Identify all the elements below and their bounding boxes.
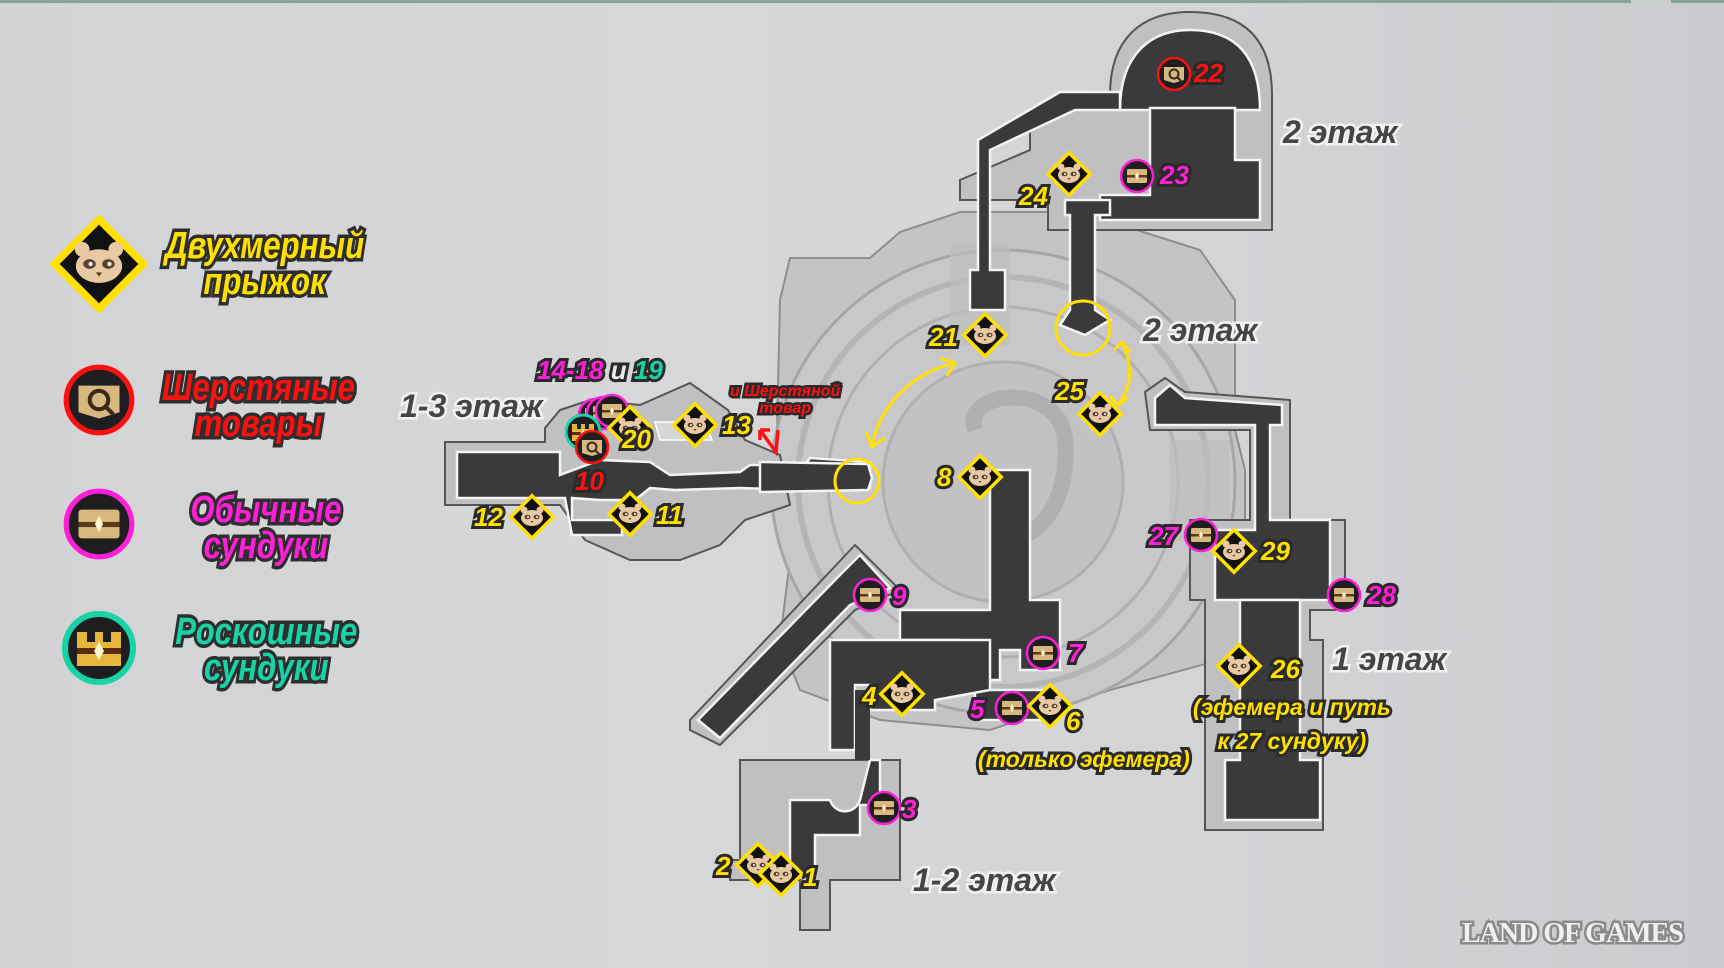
marker-number-7: 7	[1065, 637, 1086, 669]
marker-number-8: 8	[934, 461, 955, 493]
floor-label-1-3: 1-3 этаж	[398, 388, 546, 425]
marker-number-6: 6	[1063, 705, 1084, 737]
legend-jump-line2: прыжок	[200, 260, 328, 305]
chest-marker-5[interactable]	[994, 690, 1030, 726]
legend-luxury-line2: сундуки	[201, 646, 331, 691]
marker-number-27: 27	[1146, 520, 1181, 552]
ephemera-path-line2: к 27 сундуку)	[1215, 725, 1370, 757]
legend-common-chest-icon	[66, 491, 132, 557]
marker-number-22: 22	[1191, 57, 1226, 89]
marker-number-23: 23	[1157, 159, 1192, 191]
marker-number-13: 13	[719, 409, 754, 441]
chest-marker-9[interactable]	[852, 577, 888, 613]
transition-circle-west	[833, 457, 881, 505]
marker-number-4: 4	[859, 680, 880, 712]
right-wing	[1143, 376, 1346, 831]
watermark: LAND OF GAMES	[1460, 916, 1687, 952]
legend-wool-line2: товары	[192, 402, 325, 447]
legend-luxury-line1: Роскошные	[172, 610, 360, 655]
marker-number-21: 21	[926, 321, 961, 353]
group-label: 14-18 и 19	[534, 354, 666, 386]
chest-marker-3[interactable]	[866, 790, 902, 826]
top-border-line	[0, 0, 1724, 3]
group-range-common: 14-18	[534, 354, 606, 386]
group-luxury: 19	[631, 354, 666, 386]
legend-common-chest-label: Обычные сундуки	[187, 488, 344, 569]
chest-marker-7[interactable]	[1025, 635, 1061, 671]
legend-common-line1: Обычные	[187, 488, 344, 533]
red-arrow	[758, 428, 780, 457]
wool-note-line1: и Шерстяной	[727, 381, 842, 403]
legend-wool-goods-label: Шерстяные товары	[159, 366, 358, 447]
marker-number-10: 10	[572, 465, 607, 497]
ephemera-path-note: (эфемера и путь к 27 сундуку)	[1190, 690, 1394, 758]
wool-goods-marker-10[interactable]	[574, 429, 610, 465]
floor-label-1: 1 этаж	[1329, 641, 1448, 678]
group-conj: и	[608, 354, 630, 386]
chest-marker-27[interactable]	[1183, 517, 1219, 553]
legend-icons	[54, 219, 143, 682]
chest-marker-28[interactable]	[1326, 577, 1362, 613]
double-arrow-west	[870, 361, 956, 448]
marker-number-9: 9	[889, 580, 910, 612]
marker-number-29: 29	[1258, 535, 1293, 567]
marker-number-24: 24	[1016, 180, 1051, 212]
marker-number-3: 3	[899, 793, 920, 825]
top-border-gap	[1631, 0, 1671, 3]
legend-jump-label: Двухмерный прыжок	[158, 224, 371, 305]
floor-label-1-2: 1-2 этаж	[911, 862, 1059, 899]
wool-note: и Шерстяной товар	[727, 381, 842, 420]
transition-markers	[833, 299, 1132, 505]
legend-common-line2: сундуки	[201, 524, 331, 569]
wool-note-line2: товар	[757, 398, 814, 420]
marker-number-5: 5	[967, 693, 988, 725]
legend-jump-icon	[54, 219, 143, 308]
legend-luxury-chest-icon	[65, 614, 133, 682]
marker-number-12: 12	[471, 501, 506, 533]
wool-goods-marker-22[interactable]	[1156, 56, 1192, 92]
double-arrow-east	[1116, 341, 1132, 406]
marker-number-25: 25	[1052, 375, 1087, 407]
ephemera-path-line1: (эфемера и путь	[1190, 691, 1394, 723]
marker-number-11: 11	[653, 499, 686, 531]
chest-marker-23[interactable]	[1119, 158, 1155, 194]
floor-label-2-mid: 2 этаж	[1140, 312, 1259, 349]
only-ephemera-note: (только эфемера)	[975, 743, 1193, 775]
marker-number-1: 1	[800, 861, 821, 893]
marker-number-20: 20	[619, 423, 654, 455]
legend-wool-goods-icon	[66, 367, 132, 433]
legend-wool-line1: Шерстяные	[159, 366, 358, 411]
floor-label-2-top: 2 этаж	[1280, 114, 1399, 151]
marker-number-2: 2	[713, 850, 734, 882]
marker-number-26: 26	[1268, 653, 1303, 685]
legend-luxury-chest-label: Роскошные сундуки	[172, 610, 361, 691]
marker-number-28: 28	[1364, 579, 1399, 611]
transition-circle-north	[1054, 299, 1112, 357]
legend-jump-line1: Двухмерный	[162, 224, 367, 269]
diagonal-corridor	[689, 543, 902, 747]
